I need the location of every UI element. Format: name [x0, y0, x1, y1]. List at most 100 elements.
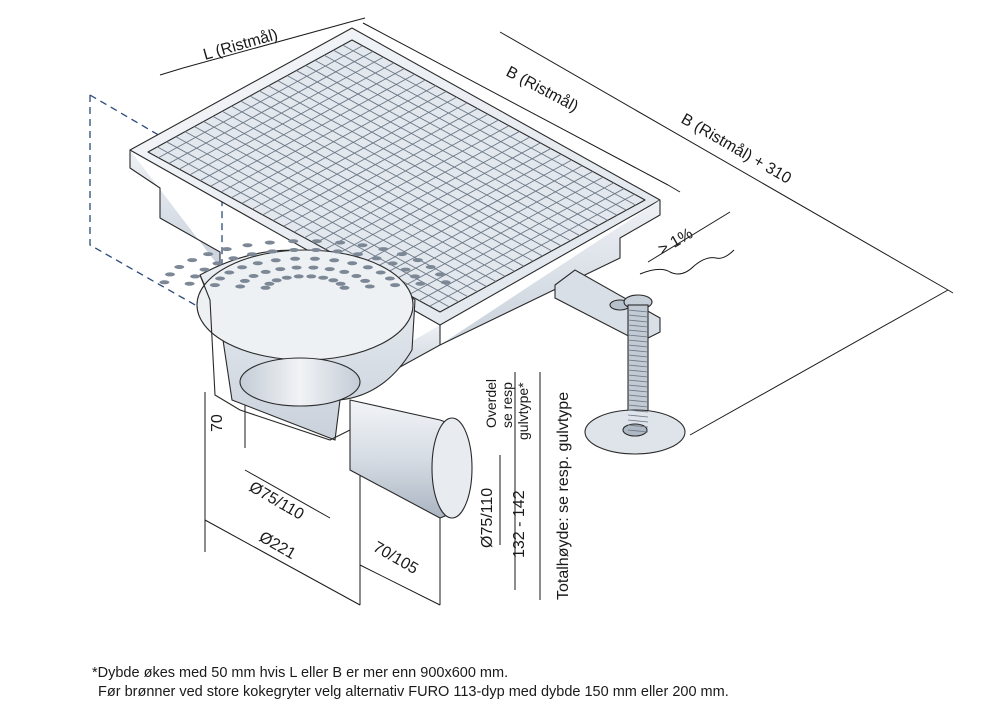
strainer-slot [412, 258, 423, 263]
strainer-slot [247, 252, 257, 257]
grate-bar [345, 148, 552, 261]
dim-height-range: 132 - 142 [511, 490, 528, 558]
outlet-pipe [349, 399, 473, 519]
strainer-slot [291, 265, 302, 270]
dim-body-dia: Ø221 [256, 529, 298, 563]
dim-b-ristmal-plus: B (Ristmål) + 310 [678, 110, 795, 188]
grate-bar [231, 85, 436, 199]
grate-bar [283, 113, 489, 227]
thread-ring [627, 309, 649, 313]
thread-ring [627, 414, 649, 418]
thread-ring [627, 319, 649, 323]
strainer-slot [215, 276, 226, 281]
strainer-slot [353, 252, 363, 257]
strainer-slot [260, 285, 271, 290]
strainer-slot [415, 281, 426, 286]
strainer-slot [309, 256, 320, 261]
grate-bar [387, 171, 593, 284]
strainer-slot [425, 265, 436, 269]
support-leg [554, 269, 686, 455]
thread-ring [627, 374, 649, 378]
grate-bar [314, 131, 520, 244]
thread-ring [627, 384, 649, 388]
grate-bar [262, 102, 468, 216]
strainer-slot [308, 265, 319, 270]
dim-overdel-2: se resp [499, 382, 515, 428]
strainer-slot [264, 240, 275, 245]
strainer-slot [384, 276, 395, 281]
grate-bar [356, 153, 562, 267]
strainer-slot [275, 267, 286, 272]
dim-total-height: Totalhøyde: se resp. gulvtype [555, 392, 572, 600]
strainer-slot [435, 272, 445, 277]
strainer-slot [224, 270, 235, 275]
strainer-slot [270, 258, 281, 263]
strainer-slot [335, 240, 346, 245]
grate-bar [241, 91, 447, 204]
strainer-slot [221, 247, 232, 252]
footnote-kettle: Før brønner ved store kokegryter velg al… [98, 684, 729, 700]
strainer-slot [351, 274, 362, 278]
strainer-slot [335, 281, 346, 286]
grate-bar [189, 62, 395, 176]
footnote-depth: *Dybde økes med 50 mm hvis L eller B er … [92, 665, 509, 681]
thread-ring [627, 344, 649, 348]
thread-ring [627, 359, 649, 363]
strainer-slot [267, 249, 278, 254]
strainer-slot [288, 239, 299, 244]
thread-ring [627, 329, 649, 333]
grate-bar [199, 68, 405, 181]
thread-ring [627, 429, 649, 433]
strainer-slot [339, 269, 350, 274]
strainer-slot [347, 261, 358, 266]
grate-bar [272, 108, 478, 221]
strainer-slot [212, 261, 223, 266]
dim-outlet-dia-right: Ø75/110 [479, 488, 496, 548]
strainer-slot [328, 278, 339, 283]
strainer-slot [290, 256, 301, 261]
thread-ring [627, 399, 649, 403]
strainer-slot [260, 269, 271, 274]
strainer-slot [362, 265, 373, 270]
strainer-slot [311, 239, 322, 244]
strainer-slot [289, 248, 299, 252]
strainer-slot [174, 265, 185, 269]
thread-ring [627, 394, 649, 398]
strainer-basket [159, 239, 451, 290]
strainer-slot [187, 258, 198, 263]
grate-bar [408, 182, 614, 296]
thread-ring [627, 339, 649, 343]
strainer-slot [159, 280, 170, 285]
strainer-slot [387, 261, 398, 266]
grate-bar [179, 56, 384, 170]
strainer-slot [329, 258, 340, 263]
strainer-slot [281, 275, 292, 280]
thread-ring [627, 389, 649, 393]
strainer-slot [242, 243, 253, 248]
strainer-slot [357, 243, 368, 248]
strainer-slot [203, 252, 214, 257]
strainer-slot [400, 267, 411, 272]
grate-bar [335, 142, 541, 256]
thread-ring [627, 424, 649, 428]
grate-bar [168, 51, 374, 164]
strainer-slot [364, 284, 375, 289]
strainer-slot [248, 274, 259, 278]
strainer-slot [252, 261, 263, 266]
thread-ring [627, 409, 649, 413]
strainer-slot [318, 275, 329, 280]
strainer-slot [324, 267, 335, 272]
strainer-slot [184, 281, 195, 286]
dim-overdel-1: Overdel [483, 379, 499, 428]
dim-depth-70: 70 [209, 414, 226, 432]
grate-bar [377, 165, 583, 279]
grate-bar [158, 45, 363, 159]
strainer-slot [360, 278, 371, 283]
grate-bar [293, 119, 499, 233]
dim-outlet-len: 70/105 [370, 539, 421, 578]
strainer-slot [165, 272, 175, 277]
thread-ring [627, 364, 649, 368]
phantom-outline [89, 94, 223, 319]
grate-bar [429, 193, 635, 307]
strainer-slot [371, 256, 382, 261]
